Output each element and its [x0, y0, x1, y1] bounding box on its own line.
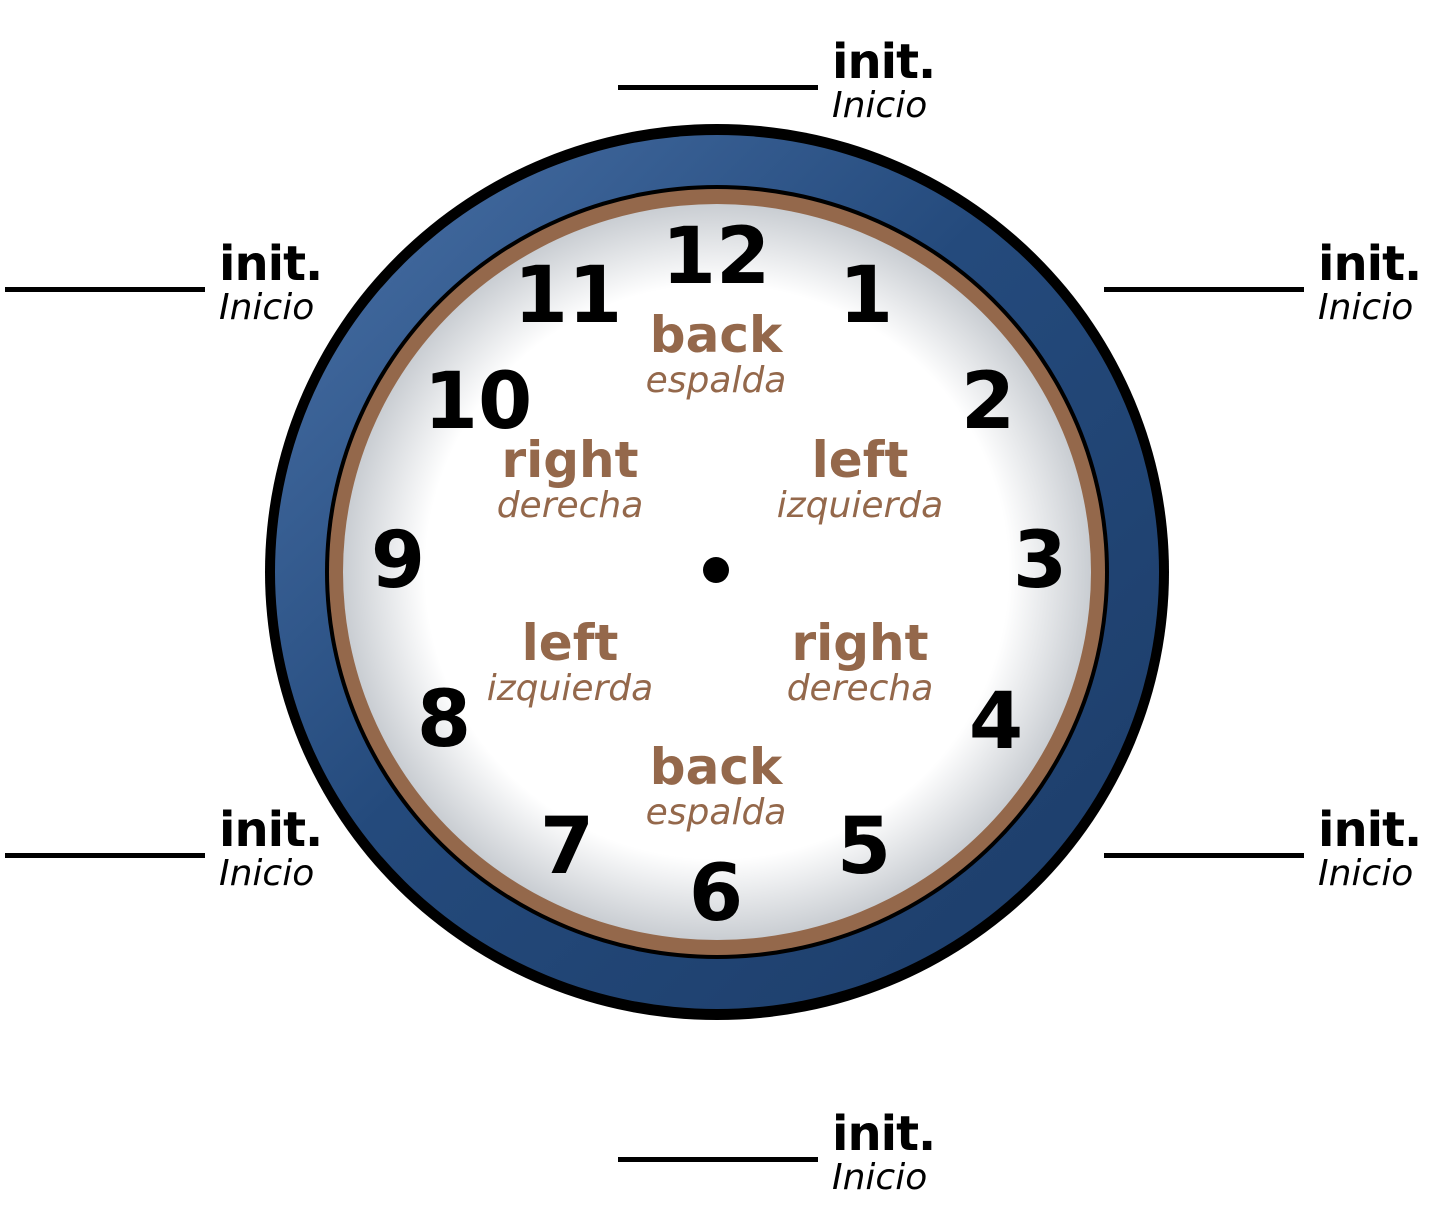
- initial-label: init. Inicio: [1318, 802, 1422, 894]
- initial-slot-lower-left[interactable]: init. Inicio: [5, 802, 345, 892]
- initial-label: init. Inicio: [832, 34, 936, 126]
- initial-line[interactable]: [618, 1157, 818, 1162]
- zone-label: back: [650, 306, 784, 364]
- zone-label: right: [791, 614, 928, 672]
- numeral-12: 12: [662, 212, 771, 302]
- numeral-6: 6: [689, 849, 743, 939]
- initial-label-english: init.: [1318, 236, 1422, 292]
- zone-label-spanish: espalda: [646, 360, 787, 401]
- numeral-2: 2: [961, 357, 1015, 447]
- initial-slot-upper-left[interactable]: init. Inicio: [5, 236, 345, 326]
- zone-label: right: [501, 431, 638, 489]
- zone-label: left: [522, 614, 619, 672]
- zone-left-upper-right: left izquierda: [777, 431, 943, 526]
- numeral-8: 8: [417, 675, 471, 765]
- numeral-7: 7: [540, 802, 594, 892]
- initial-label: init. Inicio: [219, 236, 323, 328]
- numeral-4: 4: [969, 677, 1023, 767]
- initial-label-spanish: Inicio: [832, 85, 928, 126]
- zone-label-spanish: izquierda: [487, 668, 653, 709]
- zone-label: back: [650, 738, 784, 796]
- initial-label-english: init.: [832, 34, 936, 90]
- initial-label-english: init.: [219, 236, 323, 292]
- initial-slot-lower-right[interactable]: init. Inicio: [1104, 802, 1444, 892]
- initial-slot-upper-right[interactable]: init. Inicio: [1104, 236, 1444, 326]
- initial-label-spanish: Inicio: [1318, 853, 1414, 894]
- initial-line[interactable]: [5, 287, 205, 292]
- initial-label-english: init.: [219, 802, 323, 858]
- zone-back-bottom: back espalda: [646, 738, 787, 833]
- initial-line[interactable]: [1104, 853, 1304, 858]
- zone-label-spanish: derecha: [497, 485, 644, 526]
- initial-slot-top[interactable]: init. Inicio: [618, 34, 958, 124]
- initial-slot-bottom[interactable]: init. Inicio: [618, 1106, 958, 1196]
- zone-label: left: [812, 431, 909, 489]
- initial-line[interactable]: [1104, 287, 1304, 292]
- initial-label: init. Inicio: [219, 802, 323, 894]
- initial-label-spanish: Inicio: [832, 1157, 928, 1198]
- zone-label-spanish: izquierda: [777, 485, 943, 526]
- numeral-5: 5: [837, 802, 891, 892]
- zone-label-spanish: derecha: [787, 668, 934, 709]
- numeral-3: 3: [1013, 516, 1067, 606]
- zone-left-lower-left: left izquierda: [487, 614, 653, 709]
- numeral-10: 10: [424, 357, 533, 447]
- zone-right-upper-left: right derecha: [497, 431, 644, 526]
- initial-line[interactable]: [618, 85, 818, 90]
- zone-back-top: back espalda: [646, 306, 787, 401]
- initial-label: init. Inicio: [832, 1106, 936, 1198]
- initial-label: init. Inicio: [1318, 236, 1422, 328]
- numeral-1: 1: [839, 251, 893, 341]
- zone-right-lower-right: right derecha: [787, 614, 934, 709]
- numeral-9: 9: [371, 516, 425, 606]
- initial-label-spanish: Inicio: [1318, 287, 1414, 328]
- initial-label-spanish: Inicio: [219, 853, 315, 894]
- center-dot-icon: [703, 557, 729, 583]
- initial-label-english: init.: [1318, 802, 1422, 858]
- initial-label-spanish: Inicio: [219, 287, 315, 328]
- zone-label-spanish: espalda: [646, 792, 787, 833]
- initial-label-english: init.: [832, 1106, 936, 1162]
- initial-line[interactable]: [5, 853, 205, 858]
- numeral-11: 11: [514, 251, 623, 341]
